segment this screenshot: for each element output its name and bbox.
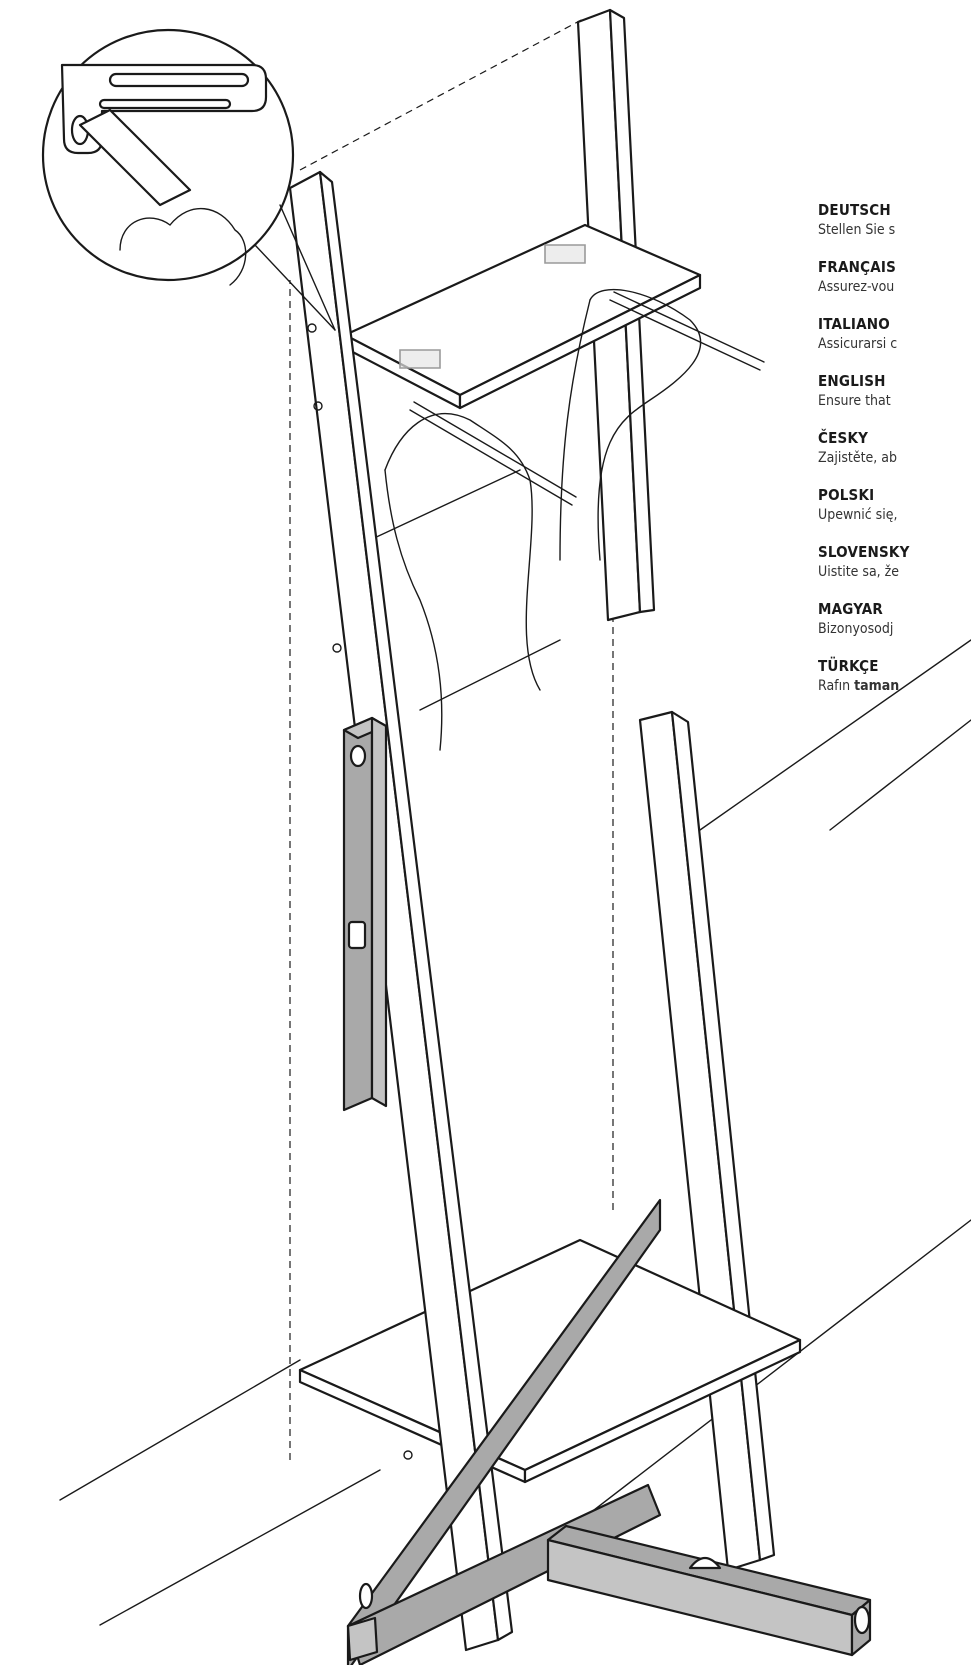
lang-title: POLSKI xyxy=(818,486,875,504)
lang-block-francais: FRANÇAIS Assurez-vou xyxy=(818,257,971,297)
lang-title: MAGYAR xyxy=(818,600,883,618)
lang-title: TÜRKÇE xyxy=(818,657,879,675)
lang-text: Bizonyosodj xyxy=(818,621,894,637)
lang-block-polski: POLSKI Upewnić się, xyxy=(818,485,971,525)
lang-text: Assurez-vou xyxy=(818,279,895,295)
lang-text: Uistite sa, že xyxy=(818,564,900,580)
horizontal-spirit-level-b xyxy=(546,1524,872,1657)
ladder-front-rail xyxy=(288,170,514,1652)
lang-block-italiano: ITALIANO Assicurarsi c xyxy=(818,314,971,354)
floor-lines xyxy=(59,639,971,1626)
lang-text: Ensure that xyxy=(818,393,891,409)
language-list: DEUTSCH Stellen Sie s FRANÇAIS Assurez-v… xyxy=(818,200,971,713)
lang-text: Stellen Sie s xyxy=(818,222,896,238)
lang-block-deutsch: DEUTSCH Stellen Sie s xyxy=(818,200,971,240)
lang-text: Zajistěte, ab xyxy=(818,450,897,466)
lang-block-english: ENGLISH Ensure that xyxy=(818,371,971,411)
lang-title: FRANÇAIS xyxy=(818,258,897,276)
lang-text: Assicurarsi c xyxy=(818,336,898,352)
lang-title: ENGLISH xyxy=(818,372,886,390)
lang-block-slovensky: SLOVENSKY Uistite sa, že xyxy=(818,542,971,582)
magnifier-callout xyxy=(41,28,336,331)
lang-text: Rafın taman xyxy=(818,676,971,696)
lang-text-bold: taman xyxy=(854,678,900,694)
lang-title: ČESKY xyxy=(818,429,869,447)
lang-block-turkce: TÜRKÇE Rafın taman xyxy=(818,656,971,696)
lang-block-cesky: ČESKY Zajistěte, ab xyxy=(818,428,971,468)
hands-with-pencils xyxy=(384,244,765,751)
lang-title: DEUTSCH xyxy=(818,201,891,219)
lang-block-magyar: MAGYAR Bizonyosodj xyxy=(818,599,971,639)
vertical-spirit-level xyxy=(342,716,388,1112)
lang-title: SLOVENSKY xyxy=(818,543,910,561)
lang-text: Upewnić się, xyxy=(818,507,898,523)
lang-text-plain: Rafın xyxy=(818,678,851,694)
lang-title: ITALIANO xyxy=(818,315,890,333)
